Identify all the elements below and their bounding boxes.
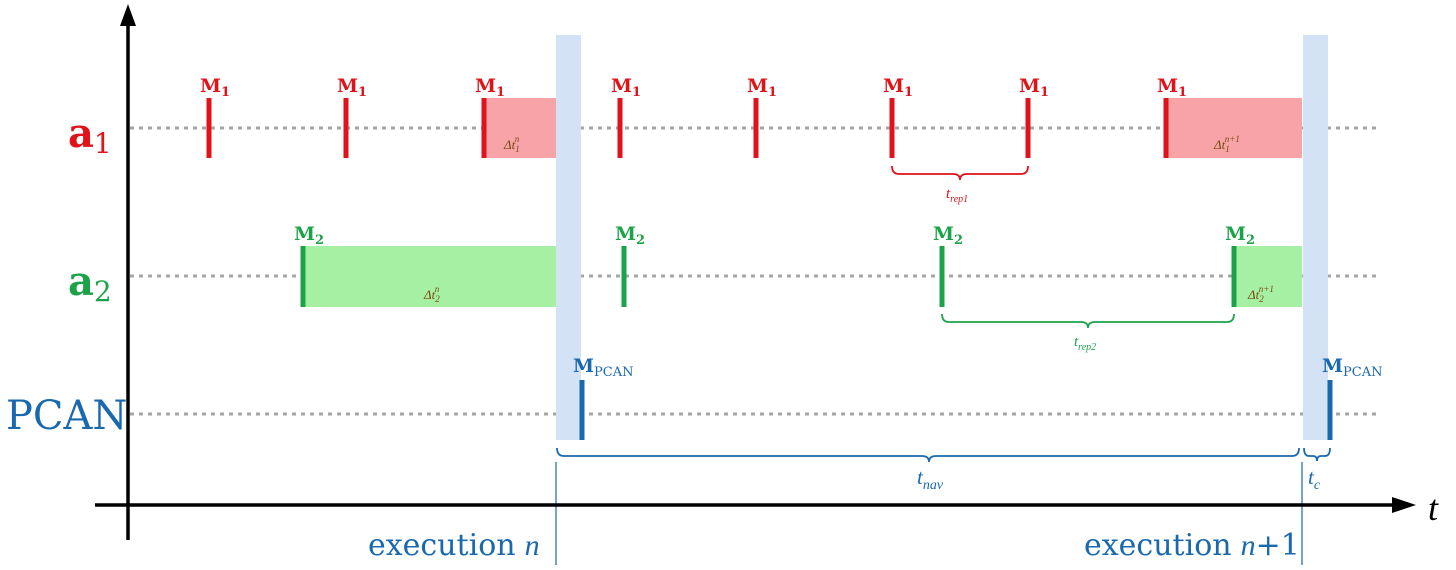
time-axis-label: t bbox=[1428, 488, 1439, 528]
m2-label: M2 bbox=[933, 223, 963, 248]
m1-label: M1 bbox=[1019, 75, 1049, 100]
m1-label: M1 bbox=[883, 75, 913, 100]
a1-marker-ticks bbox=[206, 98, 1169, 158]
row-label-pcan: PCAN bbox=[6, 393, 127, 439]
y-axis-arrow bbox=[120, 4, 136, 26]
execution-band-n1 bbox=[1303, 35, 1328, 440]
delta-a2-n-window bbox=[305, 246, 556, 307]
nav-label: tnav bbox=[917, 465, 944, 493]
m1-label: M1 bbox=[611, 75, 641, 100]
delta-labels: Δt1n Δt1n+1 Δt2n Δt2n+1 bbox=[423, 134, 1274, 304]
m2-label: M2 bbox=[1225, 223, 1255, 248]
pcan-marker-labels: MPCAN MPCAN bbox=[573, 355, 1383, 380]
nav-brace bbox=[556, 447, 1300, 463]
time-axis-arrow bbox=[1392, 497, 1416, 513]
pcan-marker-ticks bbox=[579, 380, 1333, 440]
rep1-label: trep1 bbox=[946, 186, 968, 205]
a2-marker-ticks bbox=[300, 246, 1237, 307]
c-brace bbox=[1303, 447, 1331, 462]
m1-label: M1 bbox=[747, 75, 777, 100]
delta-a1-n-label: Δt1n bbox=[503, 134, 520, 154]
row-label-a2: a2 bbox=[68, 258, 112, 308]
m1-label: M1 bbox=[200, 75, 230, 100]
m1-label: M1 bbox=[337, 75, 367, 100]
mpcan-label: MPCAN bbox=[573, 355, 634, 380]
delta-a2-n1-window bbox=[1236, 246, 1302, 307]
delta-a2-n-label: Δt2n bbox=[423, 284, 440, 304]
delta-a2-n1-label: Δt2n+1 bbox=[1247, 284, 1274, 304]
m2-label: M2 bbox=[294, 223, 324, 248]
rep2-brace bbox=[941, 313, 1235, 329]
delta-a1-n-window bbox=[484, 98, 556, 158]
rep1-brace bbox=[891, 165, 1029, 181]
delta-a1-n1-window bbox=[1168, 98, 1302, 158]
a1-marker-labels: M1 M1 M1 M1 M1 M1 M1 M1 bbox=[200, 75, 1187, 100]
mpcan-label: MPCAN bbox=[1322, 355, 1383, 380]
a2-marker-labels: M2 M2 M2 M2 bbox=[294, 223, 1255, 248]
c-label: tc bbox=[1308, 465, 1321, 493]
rep2-label: trep2 bbox=[1074, 334, 1096, 353]
execution-band-n bbox=[556, 35, 581, 440]
row-label-a1: a1 bbox=[68, 110, 112, 160]
m1-label: M1 bbox=[1157, 75, 1187, 100]
m2-label: M2 bbox=[615, 223, 645, 248]
m1-label: M1 bbox=[475, 75, 505, 100]
delta-a1-n1-label: Δt1n+1 bbox=[1213, 134, 1240, 154]
